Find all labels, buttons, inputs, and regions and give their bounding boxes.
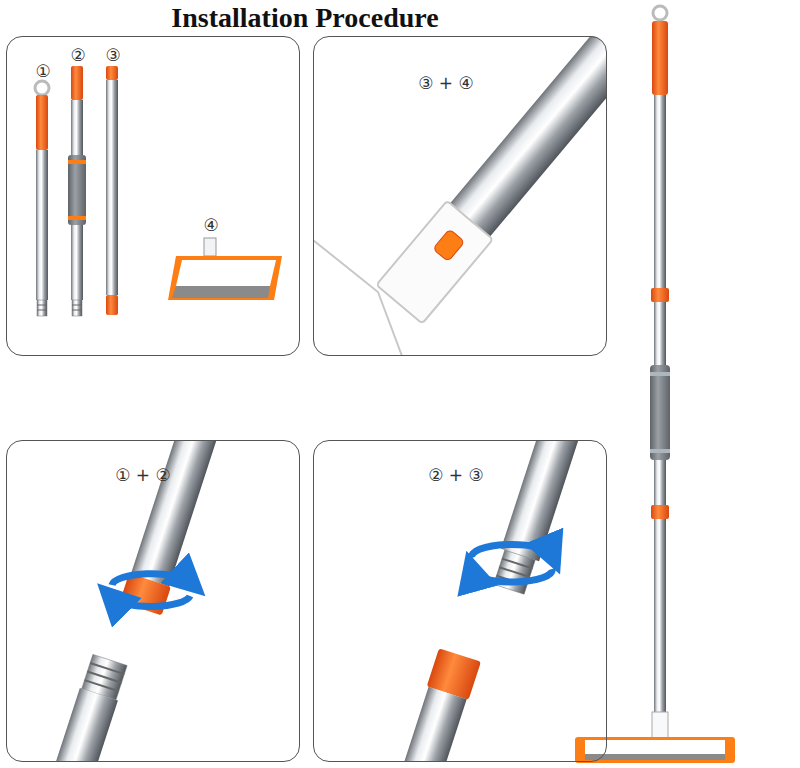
head-joint-figure xyxy=(313,36,607,356)
parts-figure xyxy=(35,66,282,316)
step-panel: ①②③ ④ xyxy=(6,36,300,356)
joint-figure xyxy=(40,440,224,762)
callout-number: ③ xyxy=(105,45,120,65)
callout-number: ④ xyxy=(203,215,218,235)
step-panel: ② + ③ xyxy=(313,440,607,762)
step-label: ③ + ④ xyxy=(418,73,474,93)
callout-number: ② xyxy=(70,45,85,65)
step-label: ① + ② xyxy=(115,465,171,485)
step-label: ② + ③ xyxy=(428,465,484,485)
step-panel: ① + ② xyxy=(6,440,300,762)
joint-figure xyxy=(387,440,592,762)
callout-number: ① xyxy=(35,61,50,81)
diagram-title: Installation Procedure xyxy=(0,2,610,34)
step-panel: ③ + ④ xyxy=(313,36,607,356)
assembled-mop xyxy=(575,6,735,763)
